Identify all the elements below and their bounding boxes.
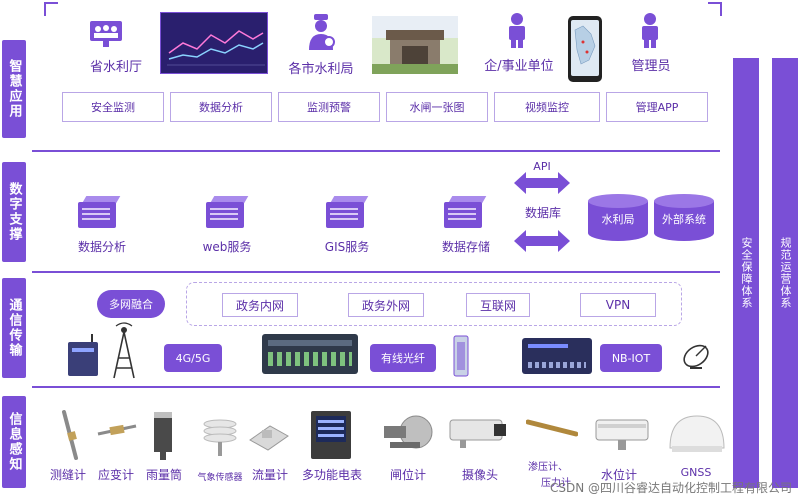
phone-mockup: [568, 16, 602, 82]
pill-4g5g: 4G/5G: [164, 344, 222, 372]
layer-tab-digital-support: 数字支撑: [2, 162, 26, 262]
corner-bracket-tr: [708, 2, 722, 16]
app-monitoring-warning[interactable]: 监测预警: [278, 92, 380, 122]
gnss-antenna-icon: [669, 415, 725, 452]
network-group-box: [186, 282, 682, 326]
sensor-gnss-label: GNSS: [680, 466, 712, 479]
sensor-level-label: 水位计: [600, 468, 637, 482]
police-user-icon: [309, 14, 335, 50]
layer-tab-smart-app: 智慧应用: [2, 40, 26, 138]
router-device-icon: [68, 334, 98, 376]
dashboard-thumbnail: [160, 12, 268, 74]
osmometer-icon: [526, 419, 578, 437]
rain-gauge-icon: [154, 412, 172, 460]
support-gis-label: GIS服务: [324, 240, 370, 254]
api-label: API: [533, 160, 551, 173]
server-icon-analysis: [74, 196, 121, 234]
layer-tab-sensing: 信息感知: [2, 396, 26, 488]
flow-meter-icon: [249, 425, 289, 451]
enterprise-user-icon: [509, 13, 525, 48]
divider-2: [32, 271, 720, 273]
net-internet[interactable]: 互联网: [466, 293, 530, 317]
db-water-bureau: 水利局: [588, 194, 648, 248]
admin-user-icon: [642, 13, 658, 48]
fusion-cloud: 多网融合: [97, 290, 165, 318]
satellite-dish-icon: [683, 344, 709, 369]
dashboard-chart-icon: [167, 30, 265, 66]
water-level-meter-icon: [595, 419, 649, 450]
sensor-flow-label: 流量计: [251, 468, 288, 482]
sensor-gate-label: 闸位计: [389, 468, 426, 482]
province-icon: [90, 21, 122, 47]
user-enterprise-label: 企/事业单位: [484, 59, 554, 74]
api-arrow-icon: [514, 172, 570, 194]
support-web-label: web服务: [202, 240, 252, 254]
strain-gauge-icon: [97, 424, 137, 436]
database-label: 数据库: [524, 206, 561, 220]
server-icon-storage: [440, 196, 487, 234]
sensor-rain-label: 雨量筒: [145, 468, 182, 482]
sensor-weather-label: 气象传感器: [197, 473, 243, 483]
db-external-label: 外部系统: [662, 213, 706, 226]
divider-1: [32, 150, 720, 152]
db-water-label: 水利局: [601, 213, 635, 226]
db-external-system: 外部系统: [654, 194, 714, 248]
app-gate-map[interactable]: 水闸一张图: [386, 92, 488, 122]
support-storage-label: 数据存储: [441, 240, 490, 254]
net-gov-external[interactable]: 政务外网: [348, 293, 424, 317]
pill-fiber: 有线光纤: [370, 344, 436, 372]
nbiot-gateway: [522, 338, 592, 374]
gate-photo: [372, 16, 458, 74]
app-management[interactable]: 管理APP: [606, 92, 708, 122]
sensor-osmometer2-label: 压力计: [541, 478, 571, 489]
app-video-monitoring[interactable]: 视频监控: [494, 92, 600, 122]
support-data-analysis-label: 数据分析: [77, 240, 126, 254]
sensor-crack-label: 测缝计: [49, 468, 86, 482]
sensor-camera-label: 摄像头: [461, 468, 498, 482]
security-bar: 安全保障体系: [733, 58, 759, 488]
net-vpn[interactable]: VPN: [580, 293, 656, 317]
fiber-switch: [262, 334, 358, 374]
db-arrow-icon: [514, 230, 570, 252]
layer-tab-comm: 通信传输: [2, 278, 26, 378]
map-icon: [574, 25, 596, 65]
fiber-module-icon: [453, 335, 469, 377]
user-admin-label: 管理员: [631, 59, 671, 74]
pill-nbiot: NB-IOT: [600, 344, 662, 372]
sensor-osmometer-label: 渗压计、: [528, 462, 568, 473]
app-safety-monitoring[interactable]: 安全监测: [62, 92, 164, 122]
server-icon-gis: [322, 196, 369, 234]
corner-bracket-tl: [44, 2, 58, 16]
sensor-meter-label: 多功能电表: [301, 468, 362, 482]
user-province-label: 省水利厅: [89, 60, 142, 75]
weather-sensor-icon: [203, 419, 237, 456]
crack-meter-icon: [62, 410, 78, 460]
operation-bar: 规范运营体系: [772, 58, 798, 488]
server-icon-web: [202, 196, 249, 234]
camera-icon: [449, 419, 506, 448]
app-data-analysis[interactable]: 数据分析: [170, 92, 272, 122]
watermark: CSDN @四川谷睿达自动化控制工程有限公司: [549, 481, 792, 495]
user-city-label: 各市水利局: [288, 62, 354, 77]
power-meter-icon: [311, 411, 351, 459]
cell-tower-icon: [113, 322, 135, 379]
net-gov-internal[interactable]: 政务内网: [222, 293, 298, 317]
divider-3: [32, 386, 720, 388]
sensor-strain-label: 应变计: [97, 468, 134, 482]
gate-position-meter-icon: [384, 415, 433, 449]
